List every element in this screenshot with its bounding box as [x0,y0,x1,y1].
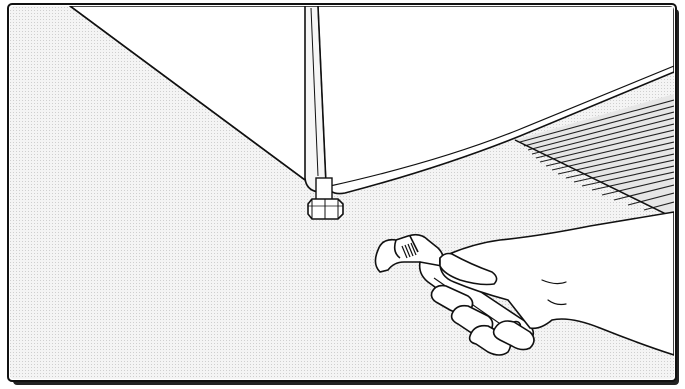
instruction-illustration [0,0,685,389]
illustration-canvas [0,0,685,389]
